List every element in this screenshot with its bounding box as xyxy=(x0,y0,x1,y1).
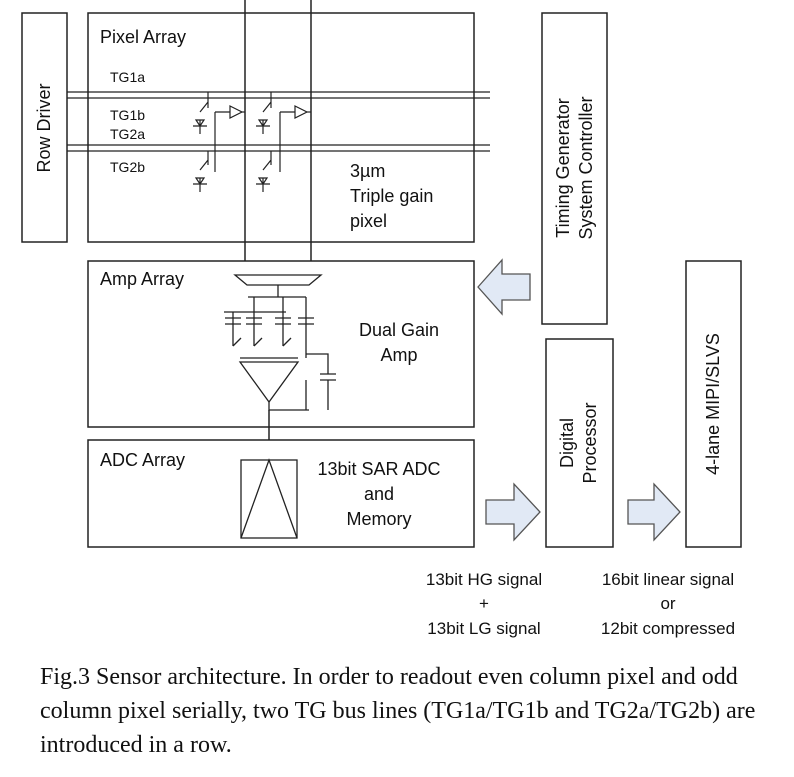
column-lines xyxy=(244,0,312,275)
dp-signal-line1: 16bit linear signal xyxy=(602,570,734,589)
adc-label-line1: 13bit SAR ADC xyxy=(317,459,440,479)
timing-label-line2: System Controller xyxy=(576,96,596,239)
timing-to-amp-arrow xyxy=(477,258,531,316)
row-driver-block xyxy=(21,12,68,243)
tg-bus-label-4: TG2b xyxy=(110,159,145,175)
amp-array-title: Amp Array xyxy=(100,269,184,289)
tg-bus-label-1: TG1a xyxy=(110,69,145,85)
row-driver-label: Row Driver xyxy=(34,83,54,172)
adc-signal-line3: 13bit LG signal xyxy=(427,619,540,638)
adc-to-digital-arrow xyxy=(485,482,541,542)
digital-label-line1: Digital xyxy=(557,418,577,468)
dp-signal-line2: or xyxy=(660,594,675,613)
amp-circuit xyxy=(224,274,336,411)
pixel-label-line2: Triple gain xyxy=(350,186,433,206)
amp-array-block xyxy=(87,260,475,428)
pixel-label-line1: 3µm xyxy=(350,161,385,181)
timing-controller-block xyxy=(541,12,608,325)
adc-array-title: ADC Array xyxy=(100,450,185,470)
adc-label-line2: and xyxy=(364,484,394,504)
pixel-label-line3: pixel xyxy=(350,211,387,231)
mipi-label: 4-lane MIPI/SLVS xyxy=(703,333,723,475)
digital-to-mipi-arrow xyxy=(627,482,681,542)
pixel-circuit-left xyxy=(193,92,245,192)
sar-adc-symbol xyxy=(240,458,298,539)
digital-label-line2: Processor xyxy=(580,402,600,483)
amp-label-line2: Amp xyxy=(380,345,417,365)
tg-bus-label-2: TG1b xyxy=(110,107,145,123)
pixel-circuit-right xyxy=(256,92,311,192)
pixel-array-title: Pixel Array xyxy=(100,27,186,47)
digital-processor-block xyxy=(545,338,614,548)
adc-signal-line2: + xyxy=(479,594,489,613)
figure-caption: Fig.3 Sensor architecture. In order to r… xyxy=(40,664,756,758)
amp-label-line1: Dual Gain xyxy=(359,320,439,340)
timing-label-line1: Timing Generator xyxy=(553,98,573,237)
adc-signal-line1: 13bit HG signal xyxy=(426,570,542,589)
mipi-block xyxy=(685,260,742,548)
dp-signal-line3: 12bit compressed xyxy=(601,619,735,638)
adc-label-line3: Memory xyxy=(346,509,411,529)
architecture-diagram: Row Driver Pixel Array TG1a TG1b TG2a TG… xyxy=(21,0,742,638)
tg-bus-lines xyxy=(67,91,490,152)
pixel-array-block xyxy=(87,12,475,243)
tg-bus-label-3: TG2a xyxy=(110,126,145,142)
